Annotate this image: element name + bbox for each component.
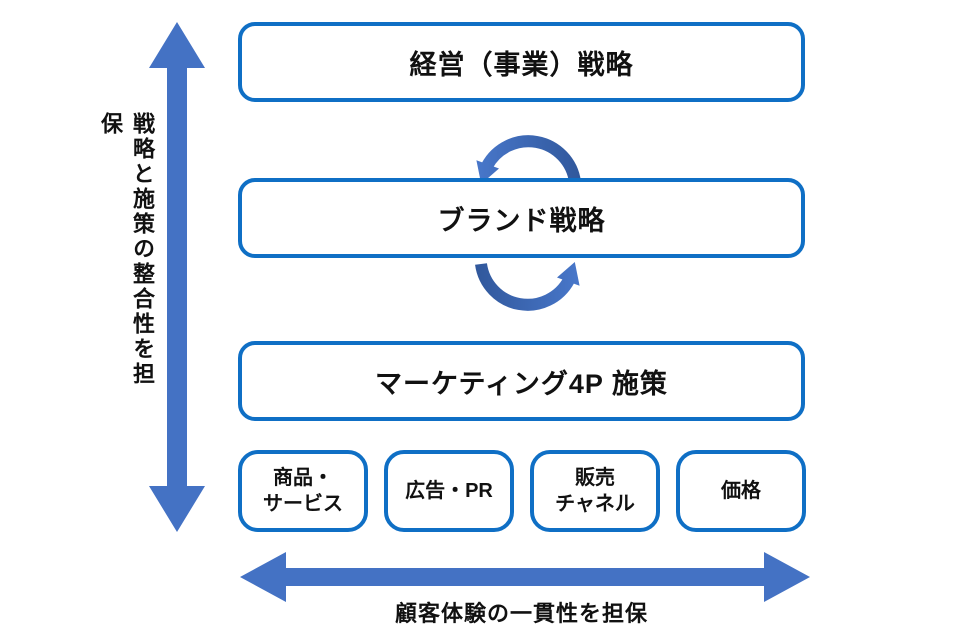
box-management-strategy-label: 経営（事業）戦略 [409, 49, 634, 80]
horizontal-double-arrow-icon [240, 552, 810, 602]
box-advertising-pr: 広告・PR [384, 450, 514, 532]
box-advertising-pr-line1: 広告・PR [405, 480, 493, 502]
box-product-service-line2: サービス [263, 493, 343, 515]
box-sales-channel-line2: チャネル [555, 493, 635, 515]
box-sales-channel-line1: 販売 [575, 467, 615, 489]
box-marketing-4p: マーケティング4P 施策 [238, 341, 805, 421]
box-brand-strategy: ブランド戦略 [238, 178, 805, 258]
box-brand-strategy-label: ブランド戦略 [437, 205, 606, 236]
bottom-axis-label: 顧客体験の一貫性を担保 [394, 601, 648, 626]
box-price: 価格 [676, 450, 806, 532]
box-product-service-line1: 商品・ [273, 467, 333, 489]
cycle-arrow-top-icon [476, 135, 581, 184]
box-marketing-4p-label: マーケティング4P 施策 [375, 368, 668, 399]
left-axis-label: 戦略と施策の整合性を担保 [98, 112, 155, 387]
box-product-service: 商品・ サービス [238, 450, 368, 532]
vertical-double-arrow-icon [149, 22, 205, 532]
box-management-strategy: 経営（事業）戦略 [238, 22, 805, 102]
cycle-arrow-bottom-icon [475, 262, 580, 311]
box-sales-channel: 販売 チャネル [530, 450, 660, 532]
box-price-line1: 価格 [721, 480, 761, 502]
